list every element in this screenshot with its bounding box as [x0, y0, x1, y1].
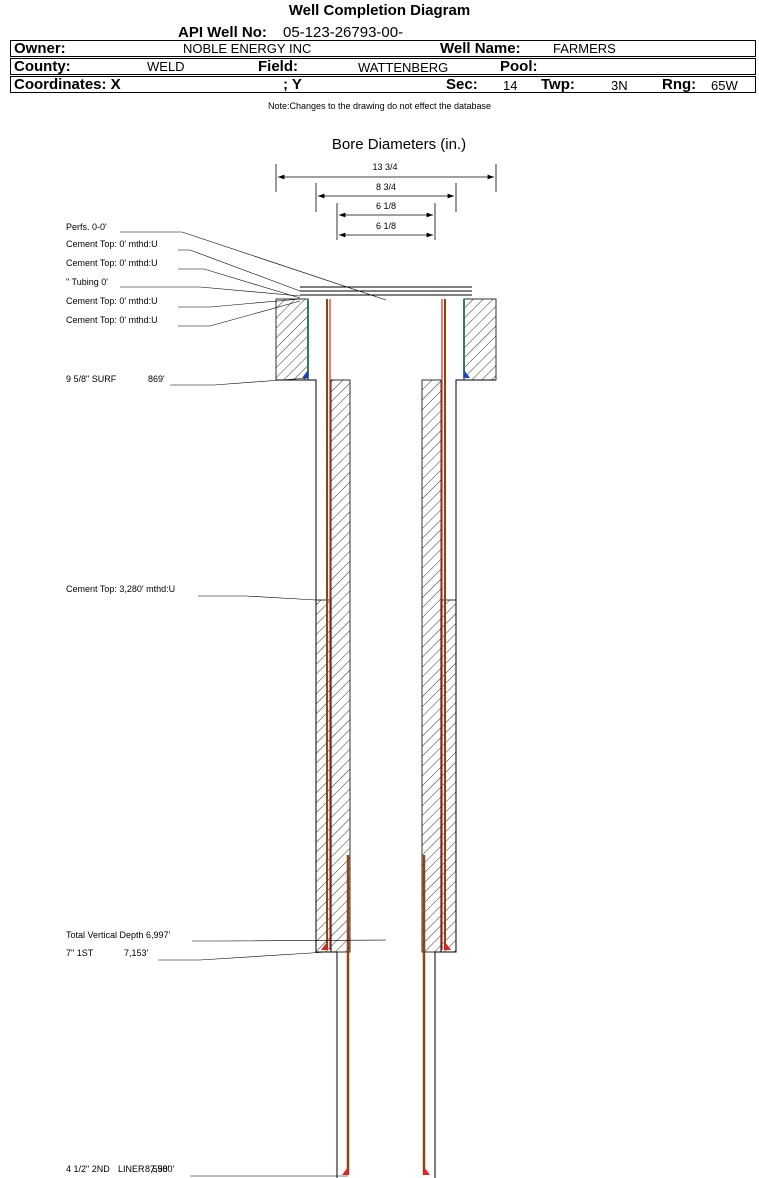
intermediate-cement [315, 379, 457, 953]
sec-label: Sec: [446, 76, 478, 93]
coords-y-label: ; Y [283, 76, 302, 93]
diameter-label-4: 6 1/8 [376, 221, 396, 231]
rng-value: 65W [711, 78, 738, 93]
liner-depth-a: 7,580' [150, 1164, 175, 1174]
county-value: WELD [147, 59, 185, 74]
cement-top-label-4: Cement Top: 0' mthd:U [66, 315, 158, 325]
surface-shoe-right [464, 370, 470, 378]
rng-label: Rng: [662, 76, 697, 93]
cement-top-label-1: Cement Top: 0' mthd:U [66, 239, 158, 249]
liner-shoe-left [342, 1167, 348, 1175]
pool-label: Pool: [500, 58, 538, 75]
owner-value: NOBLE ENERGY INC [183, 41, 312, 56]
casing-shoe-left [321, 942, 327, 950]
liner-label-b: LINER [118, 1164, 145, 1174]
liner [342, 855, 430, 1175]
diameter-label-3: 6 1/8 [376, 201, 396, 211]
surface-shoe-left [302, 370, 308, 378]
bore-diameters-title: Bore Diameters (in.) [332, 136, 466, 153]
api-value: 05-123-26793-00- [283, 24, 404, 41]
database-note: Note:Changes to the drawing do not effec… [268, 101, 491, 111]
casing-shoe-right [445, 942, 451, 950]
tubing-label: " Tubing 0' [66, 277, 108, 287]
sec-value: 14 [503, 78, 518, 93]
cement-top-label-3: Cement Top: 0' mthd:U [66, 296, 158, 306]
liner-label-a: 4 1/2" 2ND [66, 1164, 110, 1174]
field-value: WATTENBERG [358, 60, 449, 75]
first-casing-label: 7" 1ST [66, 948, 94, 958]
twp-value: 3N [611, 78, 628, 93]
diameter-label-1: 13 3/4 [372, 162, 397, 172]
surf-casing-label: 9 5/8" SURF [66, 374, 117, 384]
production-casing [321, 299, 451, 950]
api-label: API Well No: [178, 24, 267, 41]
owner-label: Owner: [14, 40, 66, 57]
owner-row [10, 40, 756, 57]
well-name-label: Well Name: [440, 40, 521, 57]
well-name-value: FARMERS [553, 41, 616, 56]
county-label: County: [14, 58, 71, 75]
annotations: Perfs. 0-0' Cement Top: 0' mthd:U Cement… [66, 222, 387, 1177]
diameter-dimensions: 13 3/4 8 3/4 6 1/8 6 1/8 [275, 162, 497, 240]
cement-top-label-5: Cement Top: 3,280' mthd:U [66, 584, 175, 594]
cement-top-label-2: Cement Top: 0' mthd:U [66, 258, 158, 268]
diagram-title: Well Completion Diagram [288, 2, 471, 19]
wellhead-lines [300, 286, 472, 296]
twp-label: Twp: [541, 76, 575, 93]
coords-label: Coordinates: X [14, 76, 121, 93]
tvd-label: Total Vertical Depth 6,997' [66, 930, 171, 940]
surface-casing [302, 299, 470, 378]
county-row [10, 58, 756, 75]
surf-depth-label: 869' [148, 374, 165, 384]
diameter-label-2: 8 3/4 [376, 182, 396, 192]
liner-depth-b: 8,590' [145, 1164, 170, 1174]
borehole-outline [276, 379, 496, 1178]
coords-row [10, 76, 756, 93]
surface-cement [275, 298, 497, 381]
first-depth-label: 7,153' [124, 948, 149, 958]
field-label: Field: [258, 58, 298, 75]
liner-shoe-right [424, 1167, 430, 1175]
perfs-label: Perfs. 0-0' [66, 222, 107, 232]
